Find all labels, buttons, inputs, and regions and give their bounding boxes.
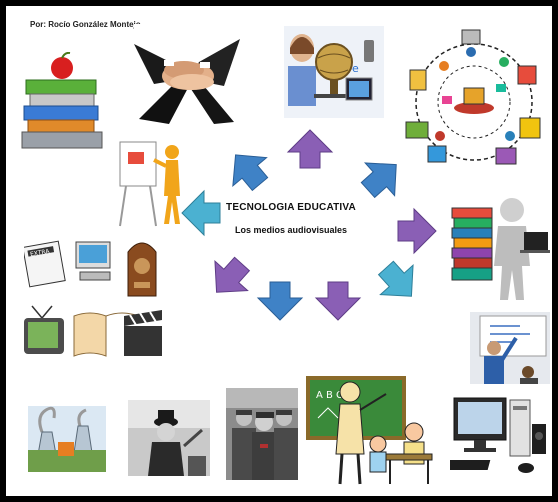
network-diagram-image — [400, 26, 548, 170]
presenter-easel-image — [116, 136, 188, 228]
soldiers-photo-image — [226, 388, 298, 480]
svg-text:e: e — [352, 62, 359, 75]
globe-computer-image: e — [284, 26, 384, 118]
center-title: TECNOLOGIA EDUCATIVA — [226, 202, 356, 213]
media-devices-image: EXTRA — [24, 234, 164, 300]
chaplin-photo-image — [128, 400, 210, 476]
classroom-teacher-image: A B C — [306, 374, 442, 486]
arrow-up — [287, 129, 333, 169]
svg-text:A B C: A B C — [316, 390, 343, 401]
arrow-down-right — [369, 252, 429, 312]
computer-speakers-image — [450, 394, 550, 480]
tv-book-clapper-image — [22, 302, 166, 364]
arrow-right — [397, 208, 437, 254]
arrows-layer — [181, 129, 437, 321]
arrow-left — [181, 190, 221, 236]
canvas-frame: Por: Rocío González Montejo — [6, 6, 552, 496]
arrow-down-purple — [315, 281, 361, 321]
arrow-down-left — [199, 248, 259, 308]
reading-person-image — [450, 192, 550, 302]
teacher-whiteboard-image — [470, 312, 550, 384]
center-subtitle: Los medios audiovisuales — [234, 225, 348, 235]
factory-image — [28, 406, 106, 472]
svg-text:EXTRA: EXTRA — [30, 248, 51, 258]
arrow-up-left — [218, 140, 278, 199]
books-apple-image — [20, 52, 106, 152]
arrow-up-right — [352, 147, 412, 207]
center-block: TECNOLOGIA EDUCATIVA Los medios audiovis… — [216, 202, 366, 235]
team-hands-image — [134, 24, 240, 124]
arrow-down-blue — [257, 281, 303, 321]
author-label: Por: Rocío González Montejo — [30, 20, 141, 29]
